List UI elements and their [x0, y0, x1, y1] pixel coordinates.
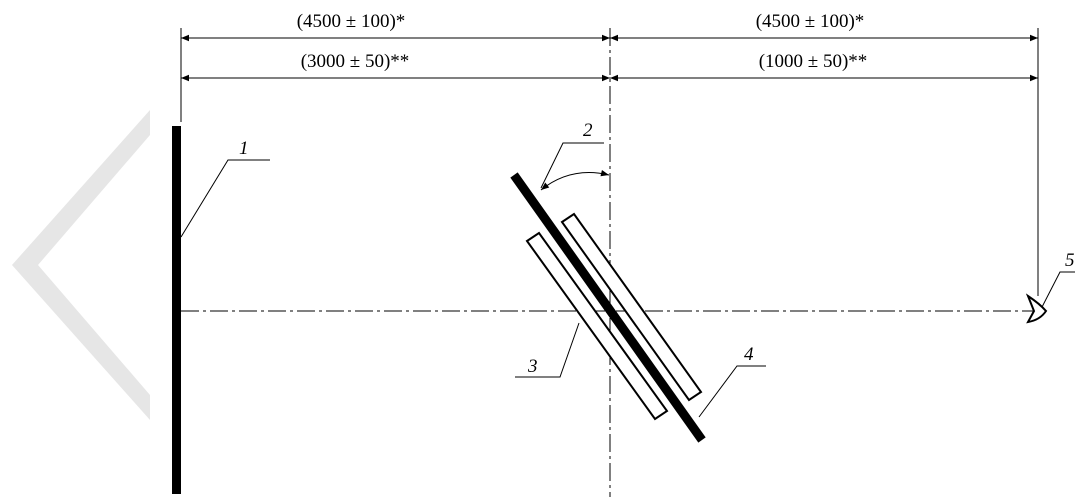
watermark-shape	[12, 110, 150, 420]
leader-line-4	[698, 365, 766, 418]
callout-label-5: 5	[1065, 250, 1075, 271]
screen-item-1	[172, 126, 181, 494]
observer-eye-item-5	[1025, 293, 1048, 324]
leader-line-5	[1040, 271, 1075, 310]
dimension-label-row1-left: (4500 ± 100)*	[297, 11, 406, 32]
leader-line-2	[540, 142, 604, 189]
dimension-label-row2-right: (1000 ± 50)**	[759, 51, 868, 72]
leader-line-3	[515, 322, 580, 378]
callout-label-4: 4	[744, 344, 754, 365]
frame-bar-right-item-3	[560, 212, 703, 402]
frame-bar-left-item-3	[525, 231, 669, 421]
dimension-label-row1-right: (4500 ± 100)*	[756, 11, 865, 32]
angle-arc	[540, 170, 610, 191]
callout-label-1: 1	[239, 138, 249, 159]
callout-label-2: 2	[583, 120, 593, 141]
leader-line-1	[180, 159, 270, 238]
dimension-label-row2-left: (3000 ± 50)**	[301, 51, 410, 72]
sample-item-4	[510, 172, 706, 443]
callout-label-3: 3	[527, 356, 538, 377]
